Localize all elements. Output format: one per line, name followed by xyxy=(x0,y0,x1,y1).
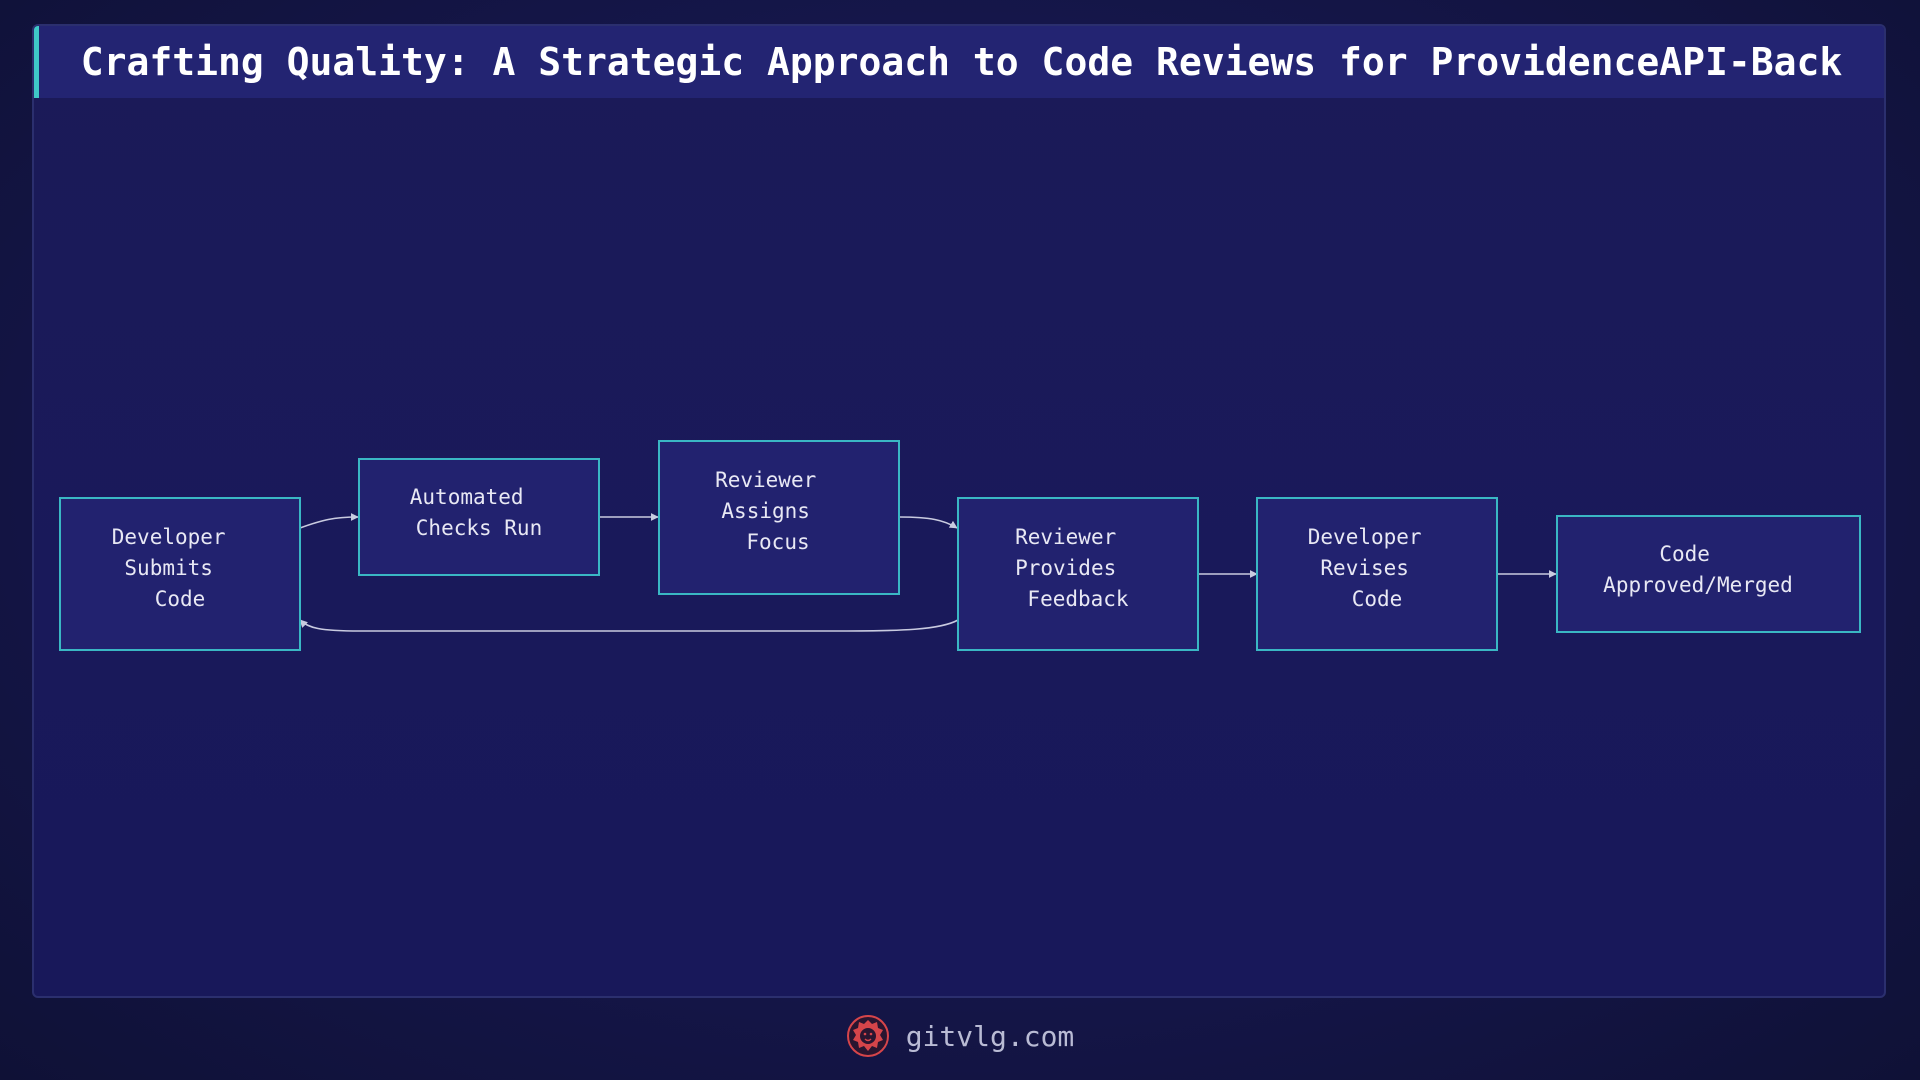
node-label: Reviewer Assigns Focus xyxy=(715,468,829,554)
node-developer-submits-code: Developer Submits Code xyxy=(59,497,301,651)
page-title: Crafting Quality: A Strategic Approach t… xyxy=(80,40,1843,84)
edge-assign-to-feedback xyxy=(898,516,958,529)
node-label: Developer Revises Code xyxy=(1308,525,1434,611)
node-automated-checks-run: Automated Checks Run xyxy=(358,458,600,576)
node-label: Automated Checks Run xyxy=(410,485,542,540)
node-code-approved-merged: Code Approved/Merged xyxy=(1556,515,1861,633)
title-bar: Crafting Quality: A Strategic Approach t… xyxy=(34,26,1884,98)
node-reviewer-assigns-focus: Reviewer Assigns Focus xyxy=(658,440,900,595)
node-label: Reviewer Provides Feedback xyxy=(1015,525,1129,611)
edge-feedback-to-submit xyxy=(299,619,959,632)
node-label: Code Approved/Merged xyxy=(1603,542,1793,597)
footer: gitvlg.com xyxy=(0,1008,1920,1064)
node-label: Developer Submits Code xyxy=(112,525,238,611)
lion-head-icon xyxy=(846,1015,889,1057)
node-reviewer-provides-feedback: Reviewer Provides Feedback xyxy=(957,497,1199,651)
node-developer-revises-code: Developer Revises Code xyxy=(1256,497,1498,651)
diagram-panel: Crafting Quality: A Strategic Approach t… xyxy=(32,24,1886,998)
edge-submit-to-checks xyxy=(299,513,359,529)
footer-site-link[interactable]: gitvlg.com xyxy=(905,1019,1075,1053)
